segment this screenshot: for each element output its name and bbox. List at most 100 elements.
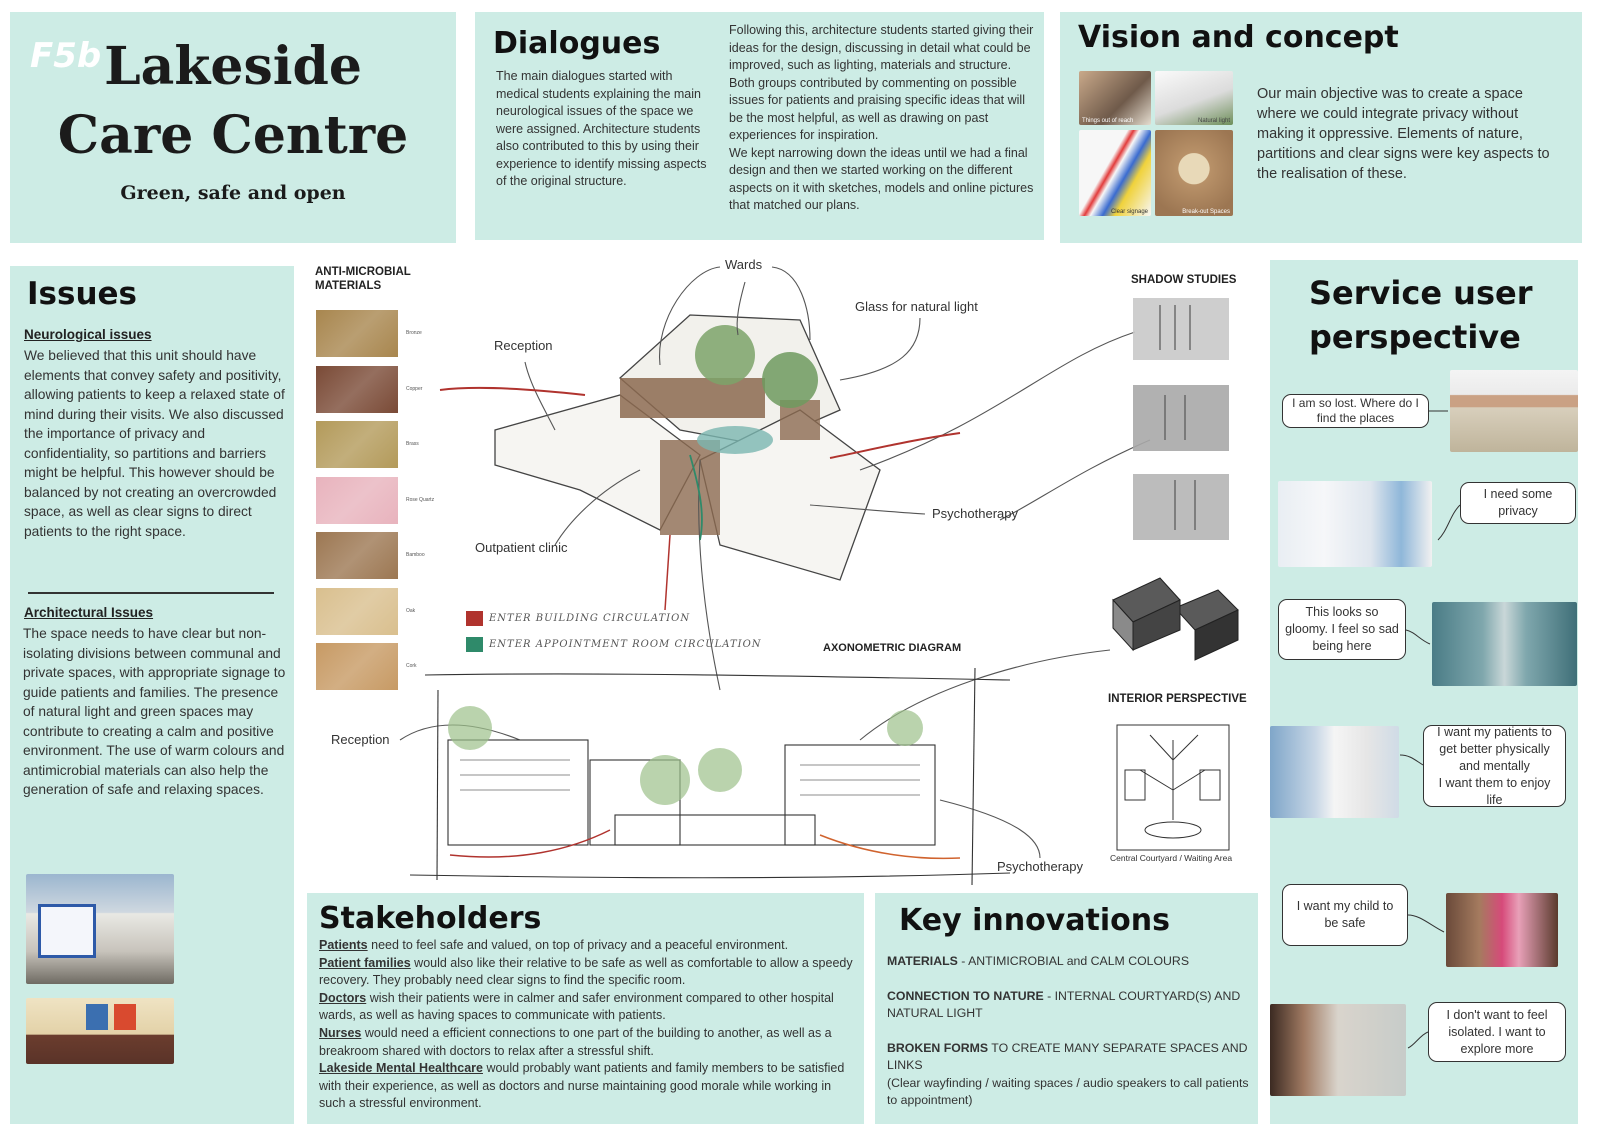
courtyard-tree-2 [762, 352, 818, 408]
architectural-issues-text: The space needs to have clear but non-is… [23, 626, 286, 797]
innovations-heading: Key innovations [899, 903, 1170, 938]
material-swatch [316, 476, 398, 524]
vision-image-natural-light: Natural light [1155, 71, 1233, 125]
timber-wall-3 [780, 400, 820, 440]
label-outpatient: Outpatient clinic [475, 540, 568, 555]
stakeholder-label: Lakeside Mental Healthcare [319, 1061, 483, 1076]
label-shadow-studies: SHADOW STUDIES [1131, 274, 1237, 286]
material-swatch-label: Bamboo [406, 552, 425, 558]
speech-bubble-gloomy: This looks so gloomy. I feel so sad bein… [1278, 599, 1406, 660]
vision-panel: Vision and concept Things out of reach N… [1060, 12, 1582, 243]
dialogues-heading: Dialogues [493, 26, 661, 61]
circulation-arrow-red-3 [664, 534, 671, 611]
photo-building-entrance [26, 874, 174, 984]
painting-shape [86, 1004, 108, 1030]
painting-shape-2 [114, 1004, 136, 1030]
massing-model [1112, 577, 1239, 661]
vision-caption-2: Natural light [1197, 118, 1230, 124]
photo-hospital-corridor [1432, 602, 1577, 686]
sketch-tree-3 [698, 748, 742, 792]
project-title-line1: Lakeside [104, 36, 362, 97]
sketch-tree-4 [887, 710, 923, 746]
material-swatch-label: Bronze [406, 330, 422, 336]
speech-bubble-isolated: I don't want to feel isolated. I want to… [1428, 1002, 1566, 1062]
label-psychotherapy-top: Psychotherapy [932, 506, 1018, 521]
label-psychotherapy-bottom: Psychotherapy [997, 859, 1083, 874]
materials-title-line2: MATERIALS [315, 280, 382, 292]
materials-title: ANTI-MICROBIAL MATERIALS [315, 266, 411, 292]
label-courtyard: Central Courtyard / Waiting Area [1110, 853, 1233, 863]
stakeholder-text: need to feel safe and valued, on top of … [367, 938, 789, 952]
innovation-text: TO CREATE MANY SEPARATE SPACES AND LINKS… [887, 1040, 1249, 1108]
issues-panel: Issues Neurological issues We believed t… [10, 266, 294, 1124]
timber-wall [620, 378, 765, 418]
material-swatch [316, 643, 398, 690]
stakeholder-label: Patients [319, 938, 368, 952]
legend-red-swatch [466, 611, 483, 626]
photo-doctors-patient [1278, 481, 1432, 567]
stakeholders-panel: Stakeholders Patients need to feel safe … [307, 893, 864, 1124]
innovation-item: BROKEN FORMS TO CREATE MANY SEPARATE SPA… [887, 1040, 1249, 1110]
title-panel: F5b Lakeside Care Centre Green, safe and… [10, 12, 456, 243]
speech-connectors [1399, 410, 1461, 1049]
vision-caption-4: Break-out Spaces [1182, 209, 1230, 215]
shadow-study-2 [1133, 385, 1229, 451]
label-glass: Glass for natural light [855, 299, 978, 314]
innovations-list: MATERIALS - ANTIMICROBIAL and CALM COLOU… [887, 953, 1249, 1110]
service-user-heading-line1: Service user [1309, 274, 1533, 312]
photo-waiting-room [26, 998, 174, 1064]
vision-caption-3: Clear signage [1110, 209, 1148, 215]
sketch-red-path [449, 829, 611, 858]
material-swatch [316, 310, 398, 357]
innovation-key: MATERIALS [887, 954, 958, 968]
stakeholder-label: Doctors [319, 990, 367, 1005]
label-interior-perspective: INTERIOR PERSPECTIVE [1108, 693, 1247, 705]
courtyard-tree [695, 325, 755, 385]
photo-man-with-map [1450, 370, 1578, 452]
innovation-item: MATERIALS - ANTIMICROBIAL and CALM COLOU… [887, 953, 1249, 971]
stakeholder-text: would need a efficient connections to on… [319, 1025, 832, 1058]
stakeholders-heading: Stakeholders [319, 901, 542, 936]
speech-bubble-lost: I am so lost. Where do I find the places [1282, 394, 1429, 428]
neurological-issues-text: We believed that this unit should have e… [24, 348, 285, 539]
project-title-line2: Care Centre [57, 105, 409, 166]
label-wards: Wards [725, 257, 763, 272]
courtyard-water [697, 426, 773, 454]
stakeholders-list: Patients need to feel safe and valued, o… [319, 937, 859, 1113]
material-swatch [316, 365, 398, 413]
innovation-text: - ANTIMICROBIAL and CALM COLOURS [957, 954, 1190, 968]
sketch-tree-2 [640, 755, 690, 805]
stakeholder-label: Patient families [319, 955, 411, 970]
speech-bubble-doctor: I want my patients to get better physica… [1423, 725, 1566, 807]
legend-green-label: ENTER APPOINTMENT ROOM CIRCULATION [489, 639, 762, 650]
legend-red-label: ENTER BUILDING CIRCULATION [489, 613, 691, 624]
innovation-text: - INTERNAL COURTYARD(S) AND NATURAL LIGH… [887, 988, 1241, 1021]
material-swatch [316, 587, 398, 635]
material-swatch-label: Copper [406, 385, 423, 392]
photo-family-reading [1446, 893, 1558, 967]
speech-bubble-privacy: I need some privacy [1460, 482, 1576, 524]
material-swatch-label: Rose Quartz [406, 496, 435, 503]
sketch-hatching [460, 759, 920, 796]
innovation-key: BROKEN FORMS [887, 1040, 989, 1055]
circulation-arrow-red [439, 386, 586, 396]
stakeholder-text: wish their patients were in calmer and s… [319, 990, 834, 1023]
material-swatch [316, 532, 398, 579]
speech-bubble-child: I want my child to be safe [1282, 884, 1408, 946]
stakeholder-text: would also like their relative to be saf… [319, 955, 853, 988]
legend-green-swatch [466, 637, 483, 652]
vision-caption-1: Things out of reach [1082, 118, 1134, 124]
architectural-issues-title: Architectural Issues [24, 605, 154, 620]
material-swatch-label: Oak [406, 607, 416, 614]
material-swatch [316, 421, 398, 468]
dialogues-panel: Dialogues The main dialogues started wit… [475, 12, 1044, 240]
vision-image-clear-signage: Clear signage [1079, 130, 1151, 216]
label-reception-top: Reception [494, 338, 553, 353]
service-user-panel: Service user perspective I am so lost. W… [1270, 260, 1578, 1124]
materials-title-line1: ANTI-MICROBIAL [315, 266, 411, 278]
signboard-shape [38, 904, 96, 958]
vision-heading: Vision and concept [1078, 20, 1399, 55]
vision-image-break-out-spaces: Break-out Spaces [1155, 130, 1233, 216]
innovation-item: CONNECTION TO NATURE - INTERNAL COURTYAR… [887, 988, 1249, 1023]
sketch-red-path-2 [819, 834, 961, 860]
